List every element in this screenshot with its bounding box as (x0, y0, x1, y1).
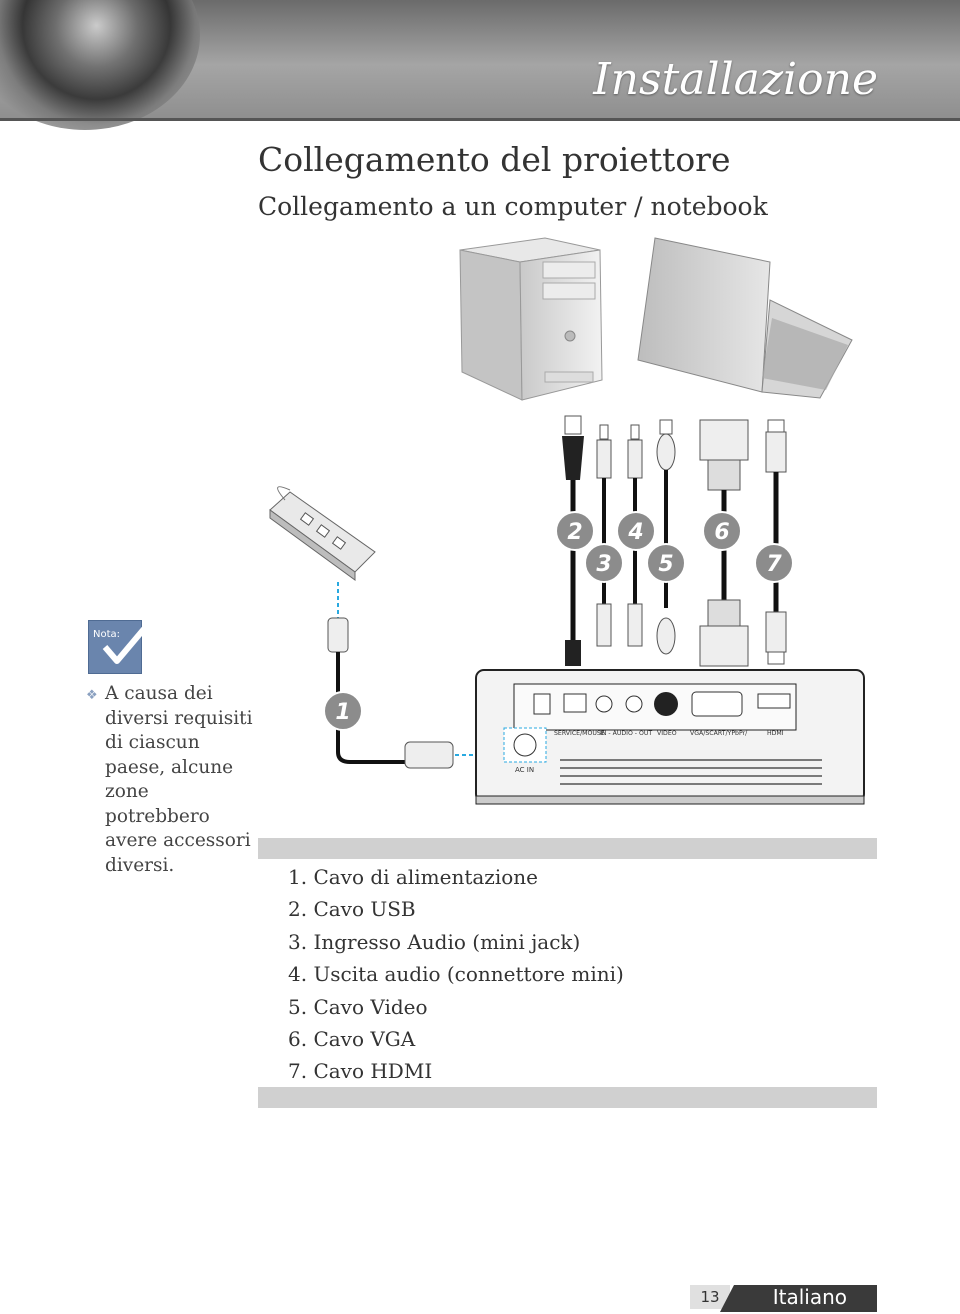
port-label-vga: VGA/SCART/YPbPr/ (690, 730, 748, 737)
callout-4: 4 (616, 511, 656, 551)
svg-text:6: 6 (714, 520, 729, 545)
desktop-computer (459, 237, 603, 401)
list-item: 3. Ingresso Audio (mini jack) (288, 929, 581, 954)
header-divider (0, 118, 960, 121)
diamond-bullet-icon: ❖ (86, 688, 98, 703)
callout-3: 3 (584, 543, 624, 583)
svg-text:4: 4 (627, 520, 643, 545)
svg-text:3: 3 (596, 552, 611, 577)
callout-7: 7 (754, 543, 794, 583)
section-title: Collegamento del proiettore (258, 140, 731, 179)
connection-diagram: AC IN SERVICE/MOUSE IN - AUDIO - OUT VID… (269, 237, 865, 805)
note-icon: Nota: (88, 620, 152, 674)
note-text: A causa dei diversi requisiti di ciascun… (105, 683, 253, 876)
signal-cables (562, 415, 787, 667)
callout-1: 1 (323, 691, 363, 731)
power-cable (327, 617, 505, 769)
lens-graphic (0, 0, 200, 130)
list-top-bar (258, 838, 877, 859)
list-item: 7. Cavo HDMI (288, 1059, 433, 1084)
language-label: Italiano (772, 1285, 847, 1309)
port-label-ac-in: AC IN (515, 766, 534, 774)
svg-text:2: 2 (567, 520, 582, 545)
language-tab: Italiano (720, 1285, 877, 1312)
page-number: 13 (690, 1285, 730, 1309)
port-label-audio: IN - AUDIO - OUT (600, 730, 652, 737)
list-bottom-bar (258, 1087, 877, 1108)
section-subtitle: Collegamento a un computer / notebook (258, 192, 768, 221)
list-item: 2. Cavo USB (288, 897, 416, 922)
list-item: 6. Cavo VGA (288, 1027, 416, 1052)
callout-5: 5 (646, 543, 686, 583)
checkmark-icon (102, 621, 152, 664)
port-label-service: SERVICE/MOUSE (554, 730, 605, 737)
callout-2: 2 (555, 511, 595, 551)
port-label-hdmi: HDMI (767, 730, 784, 737)
power-strip (269, 486, 376, 581)
header-bar: Installazione (0, 0, 960, 130)
note-label: Nota: (93, 629, 121, 640)
callout-6: 6 (702, 511, 742, 551)
projector (475, 669, 865, 805)
header-title: Installazione (593, 54, 878, 105)
svg-text:1: 1 (335, 700, 350, 725)
list-item: 5. Cavo Video (288, 994, 428, 1019)
notebook-computer (637, 237, 853, 399)
list-item: 1. Cavo di alimentazione (288, 865, 538, 889)
svg-text:7: 7 (766, 552, 782, 577)
port-label-video: VIDEO (657, 730, 677, 737)
list-item: 4. Uscita audio (connettore mini) (288, 962, 624, 987)
cable-list: 1. Cavo di alimentazione 2. Cavo USB 3. … (288, 861, 624, 1088)
svg-text:5: 5 (658, 552, 673, 577)
